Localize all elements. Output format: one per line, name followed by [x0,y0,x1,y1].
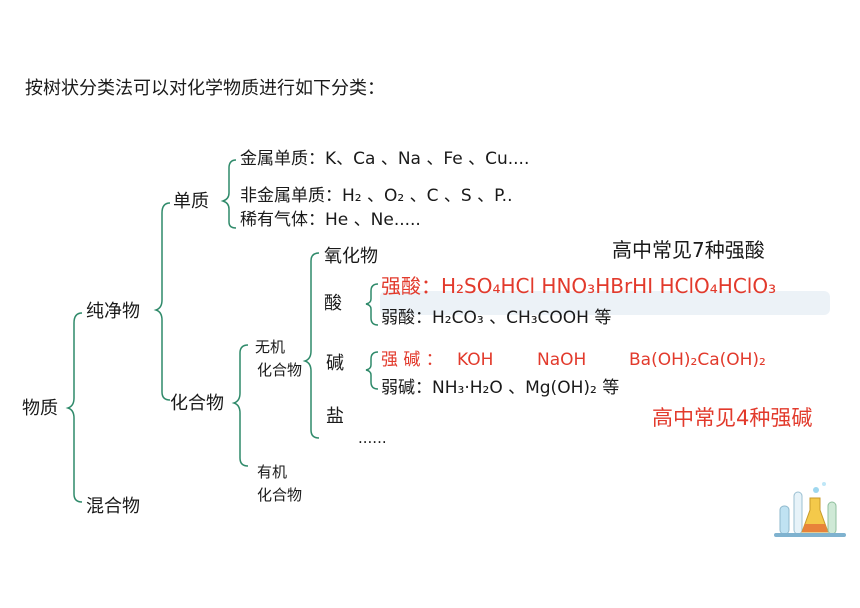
strong-acids: 强酸：H₂SO₄HCl HNO₃HBrHI HClO₄HClO₃ [381,274,777,298]
note-strong-acids: 高中常见7种强酸 [612,238,765,262]
acid-brace [365,283,379,326]
strong-acid-highlight [380,291,830,315]
metal-elements: 金属单质：K、Ca 、Na 、Fe 、Cu.... [240,149,530,169]
strong-base-ba-ca: Ba(OH)₂Ca(OH)₂ [629,350,766,370]
pure-label: 纯净物 [86,301,140,322]
mixture-label: 混合物 [86,496,140,517]
inorganic-label-line1: 无机 [255,338,286,356]
root-brace [65,312,83,503]
strong-base-naoh: NaOH [537,350,587,370]
noble-gases: 稀有气体：He 、Ne..... [240,210,421,230]
inorganic-brace [302,252,320,439]
element-brace [220,159,237,229]
base-brace [365,351,379,390]
nonmetal-elements: 非金属单质：H₂ 、O₂ 、C 、S 、P.. [240,186,513,206]
note-strong-bases: 高中常见4种强碱 [652,406,813,430]
acid-label: 酸 [324,293,342,314]
compound-label: 化合物 [170,393,224,414]
weak-acids: 弱酸：H₂CO₃ 、CH₃COOH 等 [381,308,612,328]
lab-glassware-icon [774,482,846,537]
strong-base-koh: KOH [457,350,494,370]
compound-brace [231,344,249,467]
more-ellipsis: ...... [358,429,387,447]
strong-base-label: 强 碱 ： [381,350,443,370]
organic-label-line2: 化合物 [257,486,303,504]
salt-label: 盐 [326,406,344,427]
pure-brace [153,202,171,401]
intro-text: 按树状分类法可以对化学物质进行如下分类： [25,78,385,99]
element-label: 单质 [173,191,209,212]
oxide-label: 氧化物 [324,246,378,267]
inorganic-label-line2: 化合物 [257,361,303,379]
weak-bases: 弱碱：NH₃·H₂O 、Mg(OH)₂ 等 [381,378,620,398]
root-label: 物质 [22,398,58,419]
organic-label-line1: 有机 [257,463,288,481]
base-label: 碱 [326,353,344,374]
